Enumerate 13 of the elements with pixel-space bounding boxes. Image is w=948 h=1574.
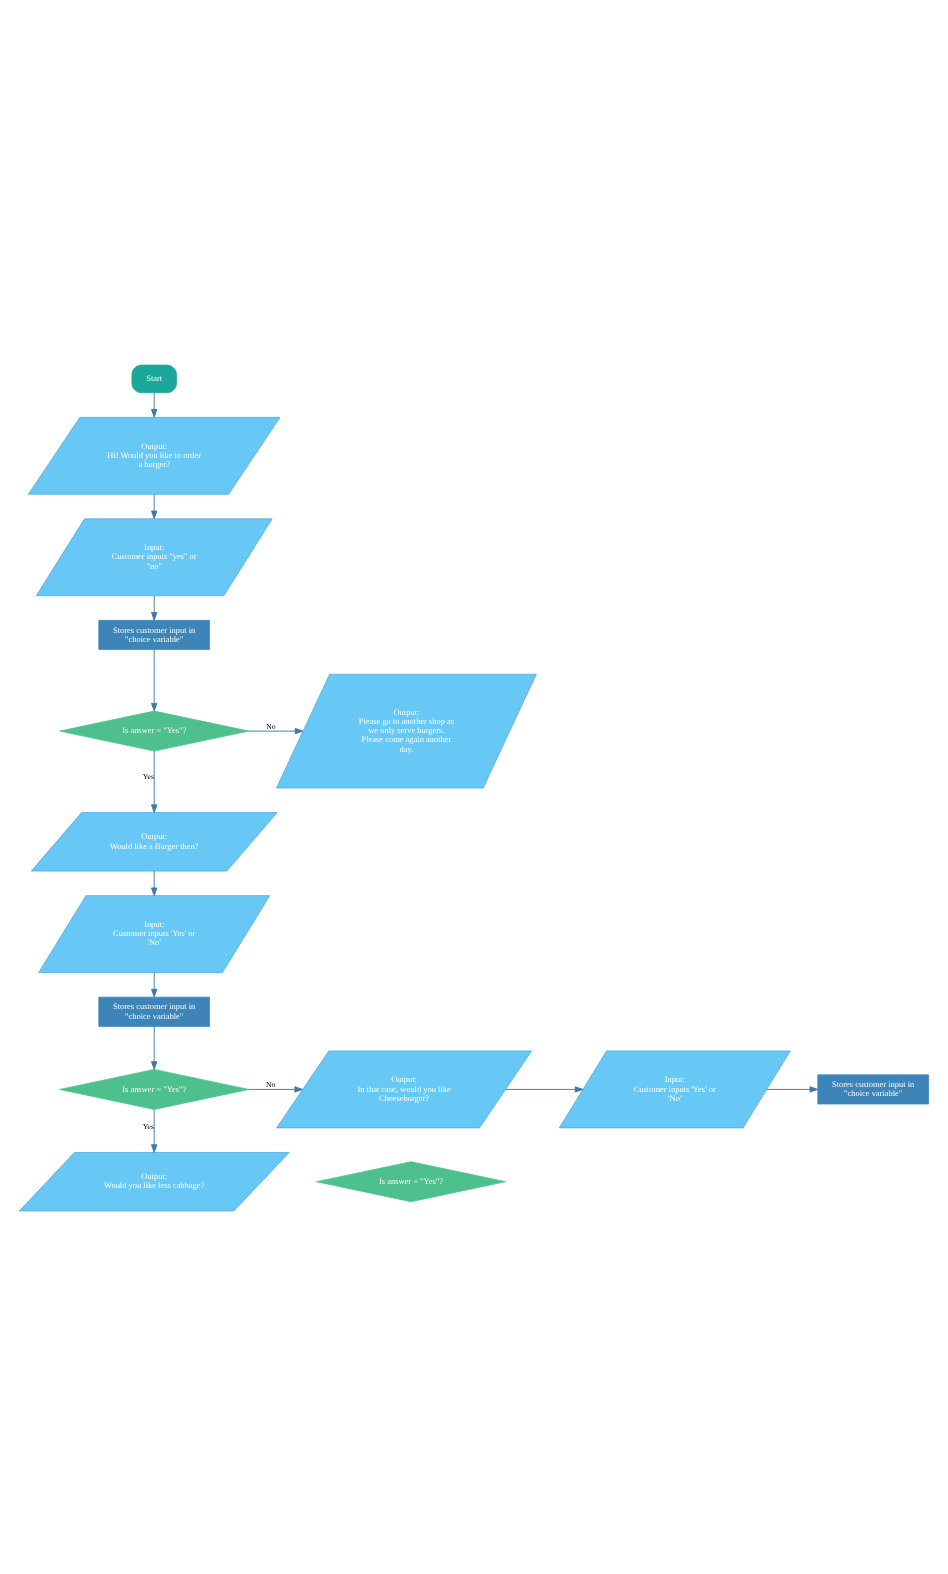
- arrow: [151, 1025, 158, 1069]
- arrow: [766, 1085, 819, 1092]
- arrow: [151, 594, 158, 620]
- arrow: [151, 869, 158, 896]
- arrow: [505, 1085, 584, 1092]
- arrow: [248, 1085, 303, 1092]
- arrow: [151, 648, 158, 711]
- arrow: [151, 391, 158, 417]
- arrow: [151, 749, 158, 812]
- arrow: [151, 1108, 158, 1152]
- arrow: [151, 492, 158, 519]
- arrow: [248, 726, 304, 734]
- arrow: [151, 971, 158, 997]
